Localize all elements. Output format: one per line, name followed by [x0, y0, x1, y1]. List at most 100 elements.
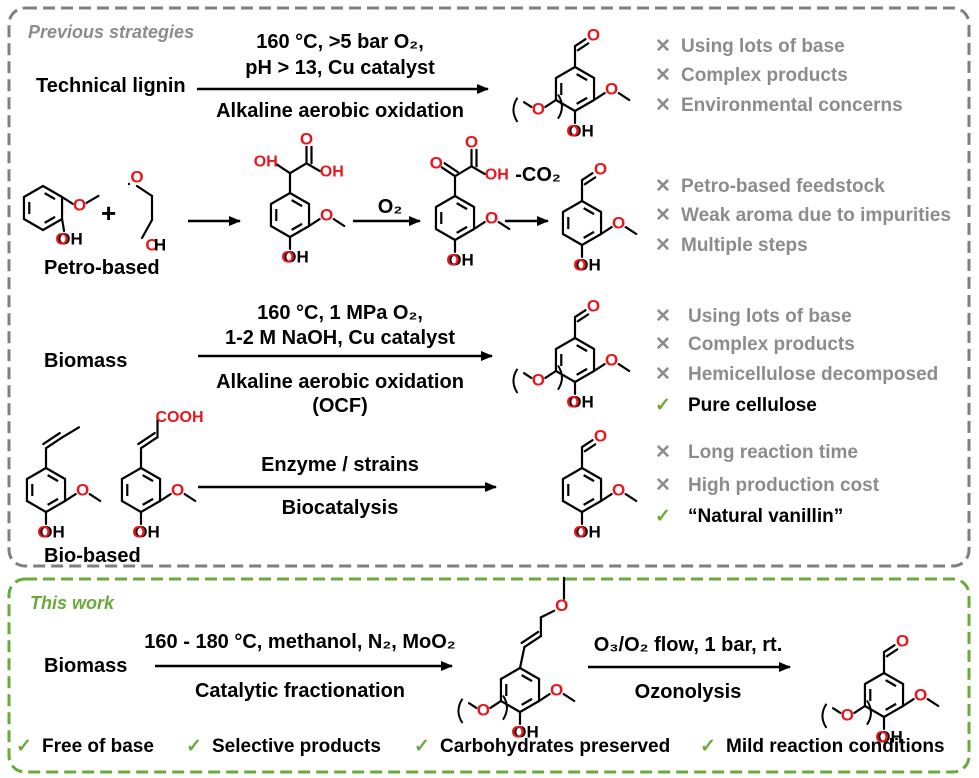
- list-item: ✓Free of base: [16, 736, 154, 757]
- list-item: ✕High production cost: [655, 475, 880, 496]
- list-item: ✕Multiple steps: [655, 235, 808, 256]
- svg-text:OH: OH: [134, 522, 160, 541]
- svg-text:O: O: [132, 522, 145, 541]
- route4-substrate: Bio-based: [44, 545, 141, 567]
- svg-text:O: O: [841, 705, 854, 724]
- list-item: ✕Complex products: [655, 65, 848, 86]
- svg-text:O: O: [896, 632, 909, 651]
- svg-text:O: O: [605, 80, 618, 99]
- svg-text:O: O: [320, 206, 333, 225]
- svg-text:OH: OH: [57, 229, 83, 248]
- list-item: ✕Petro-based feedstock: [655, 176, 885, 197]
- list-item: ✓Carbohydrates preserved: [414, 736, 671, 757]
- route1-condition-bottom: Alkaline aerobic oxidation: [216, 100, 464, 122]
- cross-icon: ✕: [655, 205, 671, 226]
- route2-step2-reagent: O₂: [377, 196, 403, 218]
- svg-text:O: O: [605, 351, 618, 370]
- svg-text:O: O: [130, 167, 143, 186]
- svg-text:O: O: [566, 121, 579, 140]
- svg-text:COOH: COOH: [156, 409, 204, 426]
- svg-text:OH: OH: [320, 163, 344, 180]
- svg-text:O: O: [612, 214, 625, 233]
- svg-text:O: O: [145, 235, 158, 254]
- svg-text:O: O: [73, 195, 86, 214]
- svg-text:O: O: [76, 481, 89, 500]
- list-item: ✕Hemicellulose decomposed: [655, 364, 939, 385]
- this-work-title: This work: [30, 593, 115, 613]
- list-item: ✕Weak aroma due to impurities: [655, 205, 951, 226]
- list-item: ✓Selective products: [186, 736, 381, 757]
- route3-condition-top-1: 160 °C, 1 MPa O₂,: [257, 302, 423, 324]
- svg-text:O: O: [612, 481, 625, 500]
- route2-substrate: Petro-based: [44, 257, 160, 279]
- route4-condition-top: Enzyme / strains: [261, 454, 419, 476]
- list-item: ✓Mild reaction conditions: [700, 736, 945, 757]
- svg-text:O: O: [914, 686, 927, 705]
- this-work-step2-label: Ozonolysis: [634, 681, 742, 703]
- route3-condition-top-2: 1-2 M NaOH, Cu catalyst: [224, 327, 456, 349]
- svg-text:O: O: [587, 297, 600, 316]
- route4-condition-bottom: Biocatalysis: [281, 497, 399, 519]
- route1-condition-top-2: pH > 13, Cu catalyst: [245, 57, 435, 79]
- cross-icon: ✕: [655, 36, 671, 57]
- svg-text:O: O: [171, 481, 184, 500]
- check-icon: ✓: [700, 736, 716, 757]
- svg-text:H: H: [154, 235, 166, 254]
- check-icon: ✓: [655, 395, 671, 416]
- check-icon: ✓: [16, 736, 32, 757]
- cross-icon: ✕: [655, 475, 671, 496]
- svg-text:O: O: [465, 133, 478, 152]
- svg-text:O: O: [566, 392, 579, 411]
- svg-text:O: O: [55, 229, 68, 248]
- route3-condition-bottom-1: Alkaline aerobic oxidation: [216, 371, 464, 393]
- list-item: ✓Pure cellulose: [655, 395, 817, 416]
- svg-text:O: O: [281, 247, 294, 266]
- list-item: ✕Using lots of base: [655, 36, 845, 57]
- list-item: ✕Complex products: [655, 334, 855, 355]
- svg-text:O: O: [446, 250, 459, 269]
- svg-text:O: O: [573, 255, 586, 274]
- glyoxylic-acid-molecule: OOH: [127, 167, 166, 254]
- svg-text:O: O: [555, 596, 568, 615]
- svg-text:OH: OH: [39, 522, 65, 541]
- cross-icon: ✕: [655, 176, 671, 197]
- svg-text:O: O: [532, 370, 545, 389]
- cross-icon: ✕: [655, 95, 671, 116]
- svg-text:O: O: [532, 99, 545, 118]
- cross-icon: ✕: [655, 65, 671, 86]
- svg-text:O: O: [587, 26, 600, 45]
- plus-sign: +: [101, 198, 117, 228]
- list-item: ✓“Natural vanillin”: [655, 506, 844, 527]
- svg-text:OH: OH: [575, 255, 601, 274]
- cross-icon: ✕: [655, 364, 671, 385]
- check-icon: ✓: [186, 736, 202, 757]
- cross-icon: ✕: [655, 442, 671, 463]
- svg-text:OH: OH: [568, 392, 594, 411]
- svg-text:O: O: [300, 130, 313, 149]
- svg-text:O: O: [594, 427, 607, 446]
- cross-icon: ✕: [655, 306, 671, 327]
- this-work-substrate: Biomass: [44, 655, 128, 677]
- route1-substrate: Technical lignin: [36, 75, 186, 97]
- this-work-step1-condition: 160 - 180 °C, methanol, N₂, MoO₂: [144, 631, 456, 653]
- list-item: ✕Environmental concerns: [655, 95, 903, 116]
- route2-step3-reagent: -CO₂: [515, 164, 561, 186]
- this-work-step1-label: Catalytic fractionation: [194, 680, 406, 702]
- route3-substrate: Biomass: [44, 350, 128, 372]
- cross-icon: ✕: [655, 334, 671, 355]
- check-icon: ✓: [414, 736, 430, 757]
- this-work-step2-condition: O₃/O₂ flow, 1 bar, rt.: [593, 634, 783, 656]
- route1-condition-top-1: 160 °C, >5 bar O₂,: [256, 31, 424, 53]
- svg-text:O: O: [37, 522, 50, 541]
- svg-text:OH: OH: [254, 153, 278, 170]
- svg-text:O: O: [477, 700, 490, 719]
